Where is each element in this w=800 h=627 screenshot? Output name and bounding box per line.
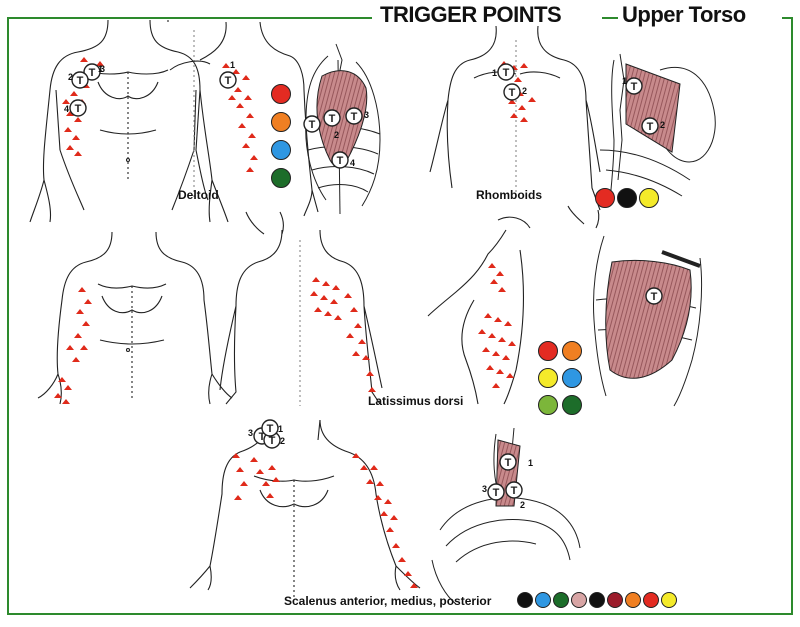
color-dot-8 (661, 592, 677, 608)
deltoid-point-3: 3 (100, 64, 106, 74)
deltoid-pain-pattern (62, 57, 258, 172)
color-dot-2 (639, 188, 659, 208)
latissimus-muscle (605, 250, 701, 379)
color-dot-3 (571, 592, 587, 608)
page-subtitle: Upper Torso (622, 2, 746, 27)
deltoid-detail-point-1: 1 (230, 60, 236, 70)
scalenus-trigger-points-body (253, 419, 281, 449)
latissimus-side-body (427, 216, 531, 405)
rhomboids-color-legend (594, 188, 660, 213)
scalenus-body (189, 419, 421, 600)
deltoid-color-legend (270, 84, 292, 196)
frame-border (7, 17, 793, 615)
color-dot-2 (538, 368, 558, 388)
color-dot-2 (271, 140, 291, 160)
scalenus-muscle (487, 439, 523, 507)
deltoid-point-4: 4 (64, 104, 70, 114)
rhomboids-muscle (625, 63, 681, 153)
deltoid-detail-point-2: 2 (334, 130, 340, 140)
rhomboids-caption: Rhomboids (476, 188, 542, 202)
scalenus-detail-point-3: 3 (482, 484, 488, 494)
deltoid-point-2: 2 (68, 72, 74, 82)
color-dot-1 (271, 112, 291, 132)
color-dot-0 (538, 341, 558, 361)
rhomboids-detail-point-1: 1 (622, 76, 628, 86)
color-dot-0 (517, 592, 533, 608)
deltoid-point-1: 1 (98, 64, 104, 74)
color-dot-3 (562, 368, 582, 388)
rhomboids-detail-point-2: 2 (660, 120, 666, 130)
color-dot-4 (589, 592, 605, 608)
color-dot-3 (271, 168, 291, 188)
latissimus-back-body (219, 229, 383, 406)
color-dot-1 (535, 592, 551, 608)
color-dot-5 (562, 395, 582, 415)
scalenus-detail-point-2: 2 (520, 500, 526, 510)
rhomboids-point-2: 2 (522, 86, 528, 96)
scalenus-pain (232, 453, 418, 588)
latissimus-caption: Latissimus dorsi (368, 394, 464, 408)
color-dot-6 (625, 592, 641, 608)
scalenus-caption: Scalenus anterior, medius, posterior (284, 594, 492, 608)
color-dot-4 (538, 395, 558, 415)
color-dot-0 (271, 84, 291, 104)
rhomboids-back-body (429, 25, 601, 229)
scalenus-point-1: 1 (278, 424, 284, 434)
latissimus-side-pain (478, 263, 516, 388)
scalenus-point-2: 2 (280, 436, 286, 446)
latissimus-front-body (37, 231, 233, 405)
scalenus-color-legend (516, 592, 678, 613)
deltoid-detail-point-4: 4 (350, 158, 356, 168)
color-dot-2 (553, 592, 569, 608)
deltoid-caption: Deltoid (178, 188, 219, 202)
rhomboids-point-1: 1 (492, 68, 498, 78)
latissimus-color-legend (536, 340, 586, 421)
scalenus-detail-point-1: 1 (528, 458, 534, 468)
color-dot-0 (595, 188, 615, 208)
latissimus-front-pain (54, 287, 92, 404)
color-dot-1 (562, 341, 582, 361)
page-title: TRIGGER POINTS (380, 2, 562, 27)
color-dot-7 (643, 592, 659, 608)
deltoid-muscle (303, 70, 368, 169)
deltoid-detail-point-3: 3 (364, 110, 370, 120)
scalenus-point-3: 3 (248, 428, 254, 438)
color-dot-5 (607, 592, 623, 608)
color-dot-1 (617, 188, 637, 208)
